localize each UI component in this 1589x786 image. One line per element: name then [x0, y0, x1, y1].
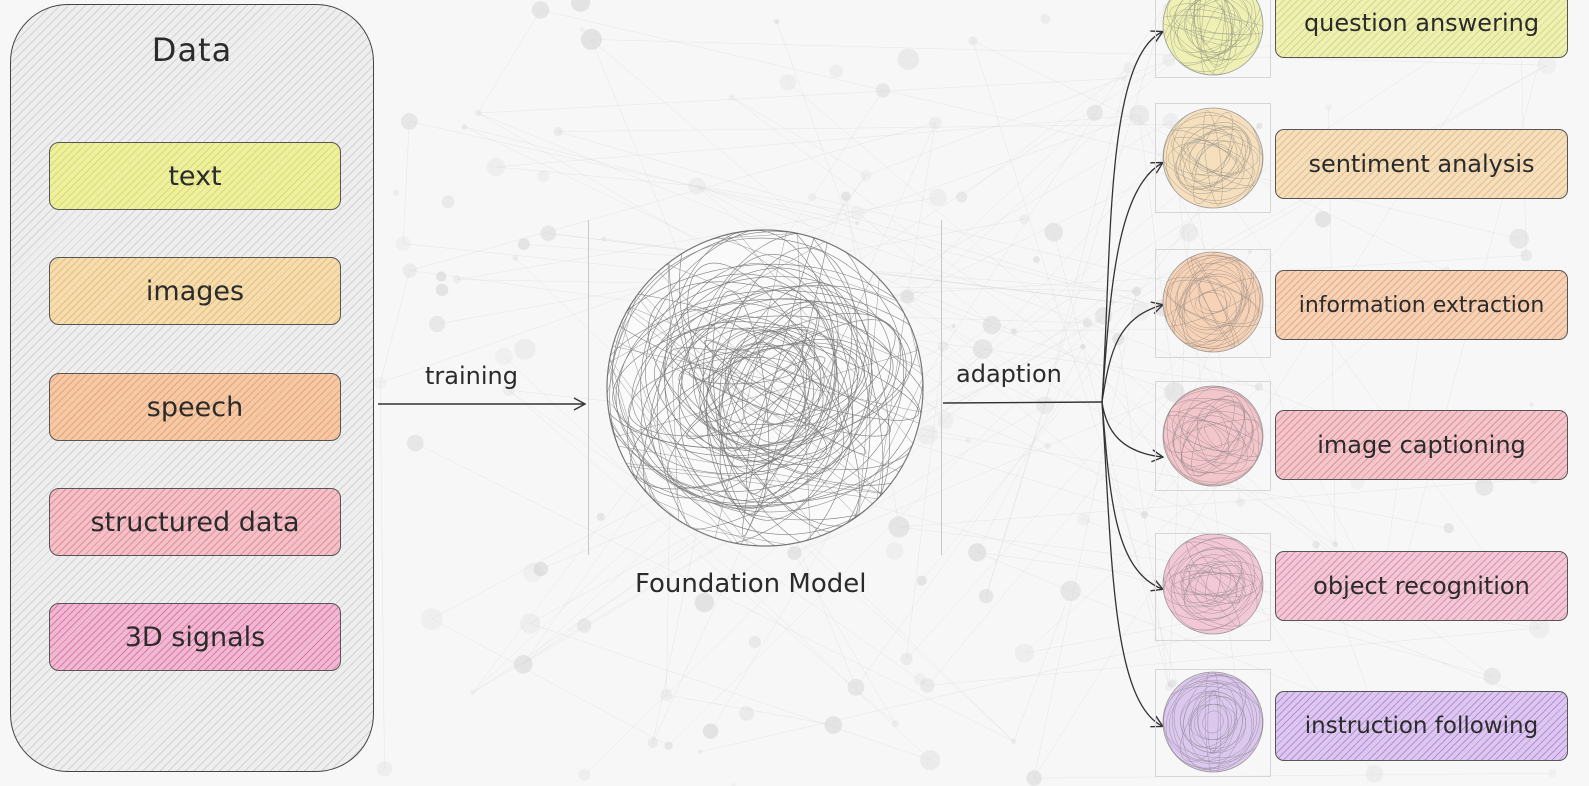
task-question-answering: question answering [1275, 0, 1568, 58]
task-thumbnail-frame [1155, 103, 1271, 213]
adaption-label: adaption [956, 360, 1062, 388]
task-label: image captioning [1317, 431, 1526, 459]
task-label: information extraction [1299, 293, 1545, 318]
task-object-recognition: object recognition [1275, 551, 1568, 621]
branch-arrow-information-extraction [1102, 305, 1162, 402]
task-thumbnail-frame [1155, 249, 1271, 358]
branch-arrow-image-captioning [1102, 402, 1162, 457]
foundation-model-sphere [531, 135, 1001, 614]
task-label: question answering [1304, 9, 1539, 37]
branch-arrow-sentiment-analysis [1102, 163, 1162, 402]
task-label: sentiment analysis [1308, 150, 1534, 178]
adaption-trunk [943, 402, 1102, 403]
task-thumbnail-frame [1155, 669, 1271, 777]
task-sentiment-analysis: sentiment analysis [1275, 129, 1568, 199]
branch-arrow-question-answering [1102, 32, 1162, 402]
branch-arrow-instruction-following [1102, 402, 1162, 726]
task-image-captioning: image captioning [1275, 410, 1568, 480]
task-thumbnail-frame [1155, 533, 1271, 641]
task-thumbnail-frame [1155, 0, 1271, 78]
task-thumbnail-frame [1155, 381, 1271, 491]
task-label: instruction following [1305, 713, 1538, 739]
training-label: training [425, 362, 518, 390]
task-instruction-following: instruction following [1275, 691, 1568, 761]
adaption-branches [1102, 32, 1162, 726]
task-information-extraction: information extraction [1275, 270, 1568, 340]
foundation-model-label: Foundation Model [635, 569, 866, 599]
task-label: object recognition [1313, 572, 1530, 600]
